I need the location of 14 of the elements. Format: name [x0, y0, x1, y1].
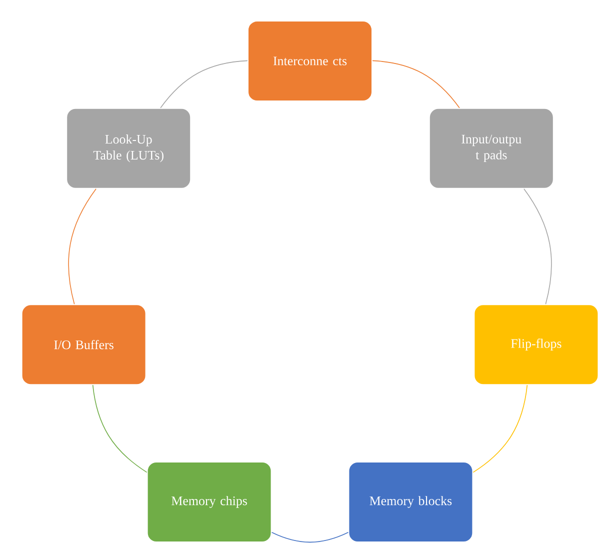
- connector-line: [472, 384, 528, 473]
- connector-line: [92, 384, 148, 473]
- process-box: Memory blocks: [348, 462, 474, 542]
- connector-line: [524, 188, 552, 304]
- connector-line: [68, 188, 96, 304]
- process-box: Look-Up Table (LUTs): [66, 108, 192, 189]
- process-box: I/O Buffers: [21, 304, 146, 386]
- connector-line: [160, 60, 248, 108]
- connector-line: [271, 532, 349, 543]
- process-box: Input/outpu t pads: [428, 108, 554, 189]
- process-box: Interconne cts: [248, 20, 372, 102]
- connector-line: [372, 60, 460, 108]
- process-box: Flip-flops: [474, 304, 599, 386]
- process-box: Memory chips: [146, 462, 272, 542]
